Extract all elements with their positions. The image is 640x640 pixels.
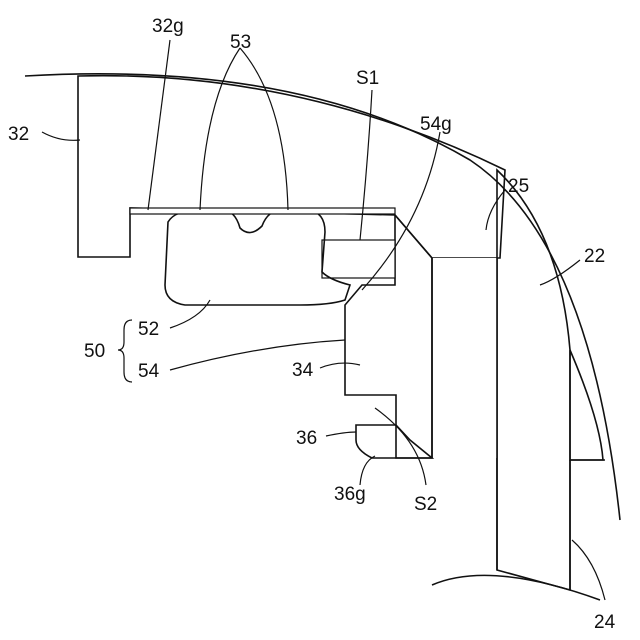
break-line (432, 575, 600, 600)
label-53: 53 (230, 32, 251, 53)
label-S1: S1 (356, 68, 379, 89)
leader-32 (42, 132, 80, 140)
label-36: 36 (296, 428, 317, 449)
label-24: 24 (594, 612, 616, 633)
label-32: 32 (8, 124, 29, 145)
label-22: 22 (584, 246, 605, 267)
label-32g: 32g (152, 16, 184, 37)
leader-34 (320, 363, 360, 368)
outer-arc (25, 74, 620, 520)
part-22-ring (497, 170, 570, 590)
gap-region (432, 258, 497, 458)
label-54g: 54g (420, 114, 452, 135)
part-36 (356, 425, 432, 458)
label-36g: 36g (334, 484, 366, 505)
groove-32g (130, 208, 395, 214)
label-52: 52 (138, 319, 159, 340)
brace-50 (118, 320, 132, 382)
leader-36g (360, 456, 375, 485)
leader-32g (148, 40, 170, 210)
label-S2: S2 (414, 494, 437, 515)
leader-36 (326, 432, 356, 436)
label-25: 25 (508, 176, 529, 197)
leader-53b (240, 48, 288, 210)
leader-53a (200, 48, 240, 210)
part-24 (570, 350, 603, 460)
leader-24 (572, 540, 605, 600)
label-34: 34 (292, 360, 314, 381)
part-32-body (78, 76, 505, 258)
label-50: 50 (84, 341, 105, 362)
label-54: 54 (138, 361, 160, 382)
gap-S1 (322, 240, 395, 278)
leader-54 (170, 340, 345, 370)
